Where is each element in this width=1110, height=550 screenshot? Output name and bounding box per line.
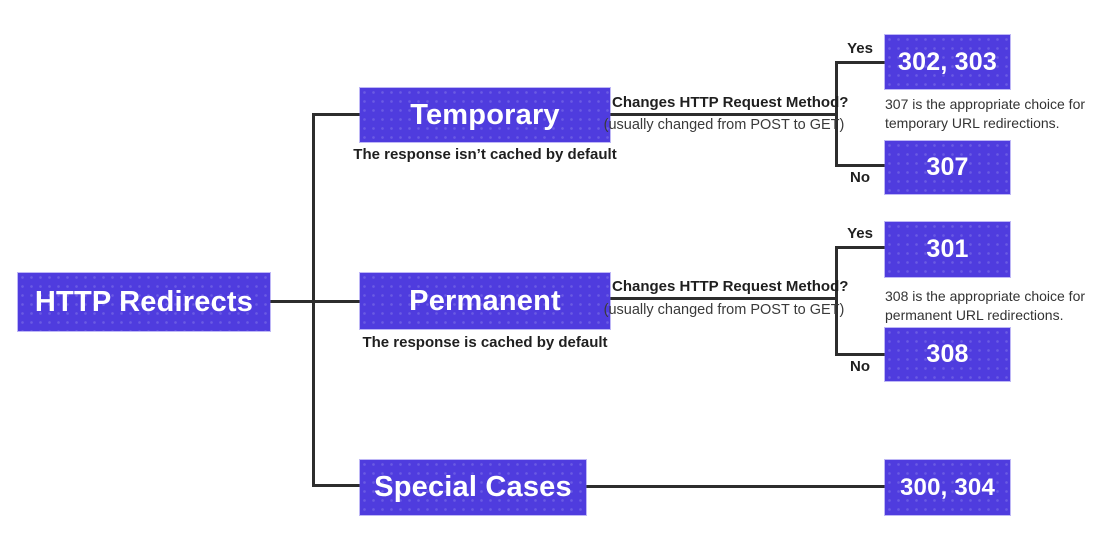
- temporary-caption: The response isn’t cached by default: [353, 146, 617, 163]
- connector-permanent-no: [835, 353, 885, 356]
- permanent-yes-label: Yes: [847, 225, 873, 242]
- result-node-301: 301: [885, 222, 1010, 277]
- connector-temporary-split: [835, 61, 838, 167]
- connector-permanent-main: [610, 297, 836, 300]
- connector-temporary-branch: [312, 113, 360, 116]
- temporary-yes-label: Yes: [847, 40, 873, 57]
- temporary-question: Changes HTTP Request Method?: [612, 94, 849, 111]
- result-node-308: 308: [885, 328, 1010, 381]
- connector-special-branch: [312, 484, 360, 487]
- permanent-question-note: (usually changed from POST to GET): [603, 302, 845, 318]
- temporary-question-note: (usually changed from POST to GET): [603, 117, 845, 133]
- branch-node-special-cases: Special Cases: [360, 460, 586, 515]
- permanent-note: 308 is the appropriate choice for perman…: [885, 288, 1086, 323]
- branch-node-temporary: Temporary: [360, 88, 610, 142]
- result-node-302-303: 302, 303: [885, 35, 1010, 89]
- permanent-no-label: No: [850, 358, 870, 375]
- temporary-no-label: No: [850, 169, 870, 186]
- temporary-note: 307 is the appropriate choice for tempor…: [885, 96, 1086, 131]
- root-node-http-redirects: HTTP Redirects: [18, 273, 270, 331]
- connector-permanent-split: [835, 246, 838, 356]
- connector-temporary-no: [835, 164, 885, 167]
- permanent-question: Changes HTTP Request Method?: [612, 278, 849, 295]
- result-node-307: 307: [885, 141, 1010, 194]
- connector-permanent-yes: [835, 246, 885, 249]
- connector-special-main: [586, 485, 885, 488]
- permanent-caption: The response is cached by default: [362, 334, 608, 351]
- branch-node-permanent: Permanent: [360, 273, 610, 329]
- connector-temporary-yes: [835, 61, 885, 64]
- result-node-300-304: 300, 304: [885, 460, 1010, 515]
- connector-trunk-vertical: [312, 113, 315, 487]
- connector-temporary-main: [610, 113, 836, 116]
